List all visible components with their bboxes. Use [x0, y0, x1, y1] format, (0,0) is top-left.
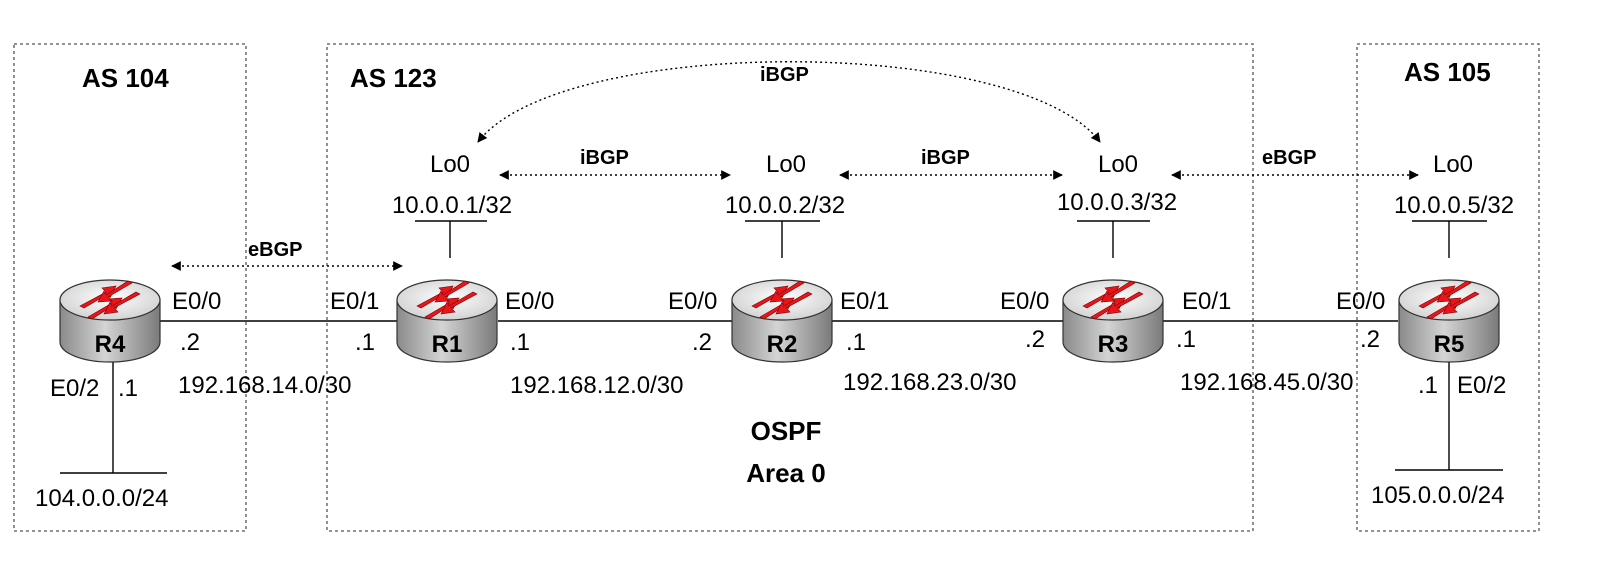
- as123-label: AS 123: [350, 63, 437, 93]
- as104-boundary: [13, 43, 247, 532]
- r5-e00-ip: .2: [1360, 326, 1380, 353]
- subnet-r3-r5: 192.168.45.0/30: [1180, 369, 1354, 396]
- r4-e00-ip: .2: [180, 329, 200, 356]
- r2-e00-ip: .2: [692, 329, 712, 356]
- router-r5-icon: R5: [1398, 279, 1500, 363]
- r4-e02-label: E0/2: [50, 375, 99, 402]
- ospf-area-label: Area 0: [746, 458, 826, 488]
- r1-e01-label: E0/1: [330, 288, 379, 315]
- r2-e01-label: E0/1: [840, 288, 889, 315]
- subnet-r2-r3: 192.168.23.0/30: [843, 369, 1017, 396]
- lo0-r5-addr: 10.0.0.5/32: [1394, 192, 1514, 219]
- ospf-protocol-label: OSPF: [751, 416, 822, 446]
- subnet-r4-r1: 192.168.14.0/30: [178, 372, 352, 399]
- r5-e02-ip: .1: [1418, 372, 1438, 399]
- subnet-r5-lan: 105.0.0.0/24: [1371, 482, 1504, 509]
- r3-e01-label: E0/1: [1182, 288, 1231, 315]
- router-r2-label: R2: [767, 331, 798, 358]
- as105-label: AS 105: [1404, 57, 1491, 87]
- lo0-r5-name: Lo0: [1433, 151, 1473, 178]
- router-r3-label: R3: [1098, 331, 1129, 358]
- r3-e01-ip: .1: [1176, 326, 1196, 353]
- lo0-r3-addr: 10.0.0.3/32: [1057, 189, 1177, 216]
- ibgp-r1-r2-label: iBGP: [580, 147, 629, 169]
- r1-e00-ip: .1: [510, 329, 530, 356]
- ebgp-r3-r5-label: eBGP: [1262, 147, 1316, 169]
- ibgp-r1-r3-label: iBGP: [760, 64, 809, 86]
- r4-e02-ip: .1: [118, 375, 138, 402]
- r1-e00-label: E0/0: [505, 288, 554, 315]
- router-r5-label: R5: [1434, 331, 1465, 358]
- as123-boundary: [326, 43, 1254, 532]
- as105-boundary: [1356, 43, 1540, 532]
- router-r4-icon: R4: [59, 279, 161, 363]
- r1-e01-ip: .1: [355, 329, 375, 356]
- lo0-r1-name: Lo0: [430, 151, 470, 178]
- r3-e00-ip: .2: [1025, 326, 1045, 353]
- as104-label: AS 104: [82, 63, 169, 93]
- lo0-r3-name: Lo0: [1098, 151, 1138, 178]
- router-r3-icon: R3: [1062, 279, 1164, 363]
- router-r4-label: R4: [95, 331, 126, 358]
- ibgp-r2-r3-label: iBGP: [921, 147, 970, 169]
- r4-e00-label: E0/0: [172, 288, 221, 315]
- r3-e00-label: E0/0: [1000, 288, 1049, 315]
- router-r1-label: R1: [432, 331, 463, 358]
- subnet-r1-r2: 192.168.12.0/30: [510, 372, 684, 399]
- lo0-r2-addr: 10.0.0.2/32: [725, 192, 845, 219]
- ebgp-r4-r1-label: eBGP: [248, 239, 302, 261]
- r2-e01-ip: .1: [846, 329, 866, 356]
- lo0-r1-addr: 10.0.0.1/32: [392, 192, 512, 219]
- lo0-r2-name: Lo0: [766, 151, 806, 178]
- router-r1-icon: R1: [396, 279, 498, 363]
- r5-e00-label: E0/0: [1336, 288, 1385, 315]
- router-r2-icon: R2: [731, 279, 833, 363]
- subnet-r4-lan: 104.0.0.0/24: [35, 485, 168, 512]
- r2-e00-label: E0/0: [668, 288, 717, 315]
- r5-e02-label: E0/2: [1457, 372, 1506, 399]
